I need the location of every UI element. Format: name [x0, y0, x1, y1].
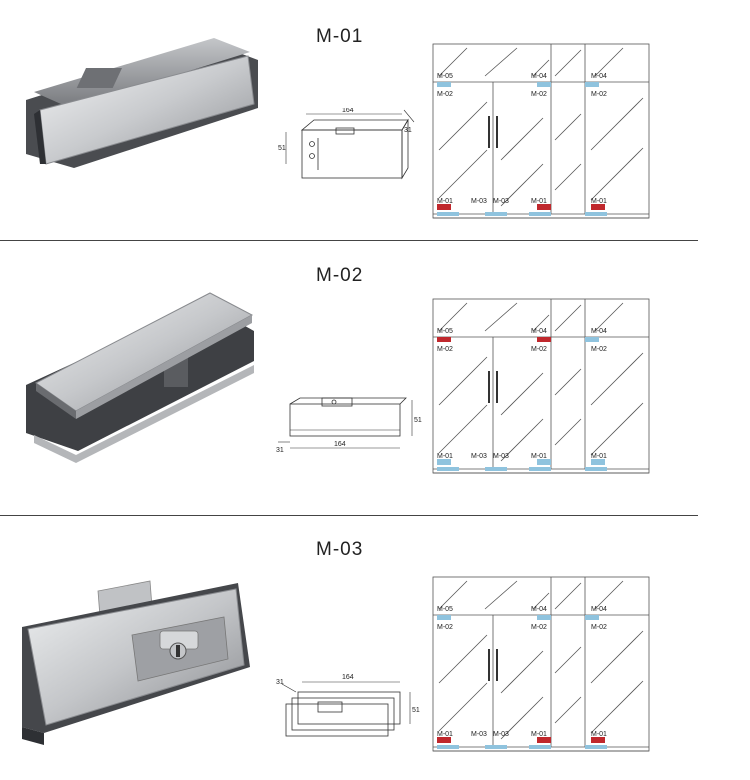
door-label: M-04: [531, 606, 547, 613]
section-title: M-02: [316, 265, 364, 286]
dimension-drawing-m01: 164 51 31: [278, 108, 415, 180]
door-label: M-03: [471, 731, 487, 738]
product-photo-m01: [26, 38, 258, 168]
section-m01: M-01 164 51 31: [0, 0, 750, 255]
door-label: M-02: [591, 91, 607, 98]
door-label: M-02: [591, 346, 607, 353]
door-label: M-02: [531, 346, 547, 353]
section-title: M-03: [316, 539, 364, 560]
door-label: M-03: [471, 453, 487, 460]
dim-height-label: 51: [278, 145, 286, 152]
door-label: M-02: [437, 91, 453, 98]
section-m03: M-03 164 51 31: [0, 525, 750, 780]
dim-length-label: 164: [342, 108, 354, 114]
door-label: M-04: [531, 328, 547, 335]
door-label: M-04: [591, 73, 607, 80]
door-label: M-05: [437, 73, 453, 80]
door-label: M-03: [493, 198, 509, 205]
section-m02: M-02 164 51 31: [0, 255, 750, 510]
door-label: M-01: [531, 453, 547, 460]
section-title: M-01: [316, 26, 364, 47]
door-label: M-02: [437, 346, 453, 353]
door-label: M-04: [591, 606, 607, 613]
door-elevation-m01: M-05 M-04 M-04 M-02 M-02 M-02 M-01 M-03 …: [432, 43, 650, 219]
door-label: M-04: [591, 328, 607, 335]
door-elevation-m02: M-05 M-04 M-04 M-02 M-02 M-02 M-01 M-03 …: [432, 298, 650, 474]
dim-length-label: 164: [334, 441, 346, 448]
door-label: M-05: [437, 606, 453, 613]
door-label: M-01: [591, 453, 607, 460]
door-label: M-01: [591, 198, 607, 205]
dim-depth-label: 31: [276, 679, 284, 686]
door-label: M-04: [531, 73, 547, 80]
door-label: M-02: [437, 624, 453, 631]
dimension-drawing-m03: 164 51 31: [276, 674, 420, 737]
dim-height-label: 51: [412, 707, 420, 714]
door-label: M-03: [493, 731, 509, 738]
product-photo-m03: [22, 580, 250, 745]
door-label: M-01: [531, 198, 547, 205]
door-label: M-03: [471, 198, 487, 205]
door-label: M-03: [493, 453, 509, 460]
dim-length-label: 164: [342, 674, 354, 681]
door-label: M-02: [591, 624, 607, 631]
door-label: M-01: [437, 453, 453, 460]
door-label: M-05: [437, 328, 453, 335]
dim-height-label: 51: [414, 417, 422, 424]
door-elevation-m03: M-05 M-04 M-04 M-02 M-02 M-02 M-01 M-03 …: [432, 576, 650, 752]
section-divider: [0, 240, 698, 241]
door-label: M-01: [531, 731, 547, 738]
product-photo-m02: [26, 292, 254, 463]
dim-depth-label: 31: [404, 127, 412, 134]
dimension-drawing-m02: 164 51 31: [276, 397, 422, 454]
door-label: M-02: [531, 624, 547, 631]
dim-depth-label: 31: [276, 447, 284, 454]
door-label: M-01: [591, 731, 607, 738]
section-divider: [0, 515, 698, 516]
door-label: M-01: [437, 198, 453, 205]
door-label: M-01: [437, 731, 453, 738]
door-label: M-02: [531, 91, 547, 98]
